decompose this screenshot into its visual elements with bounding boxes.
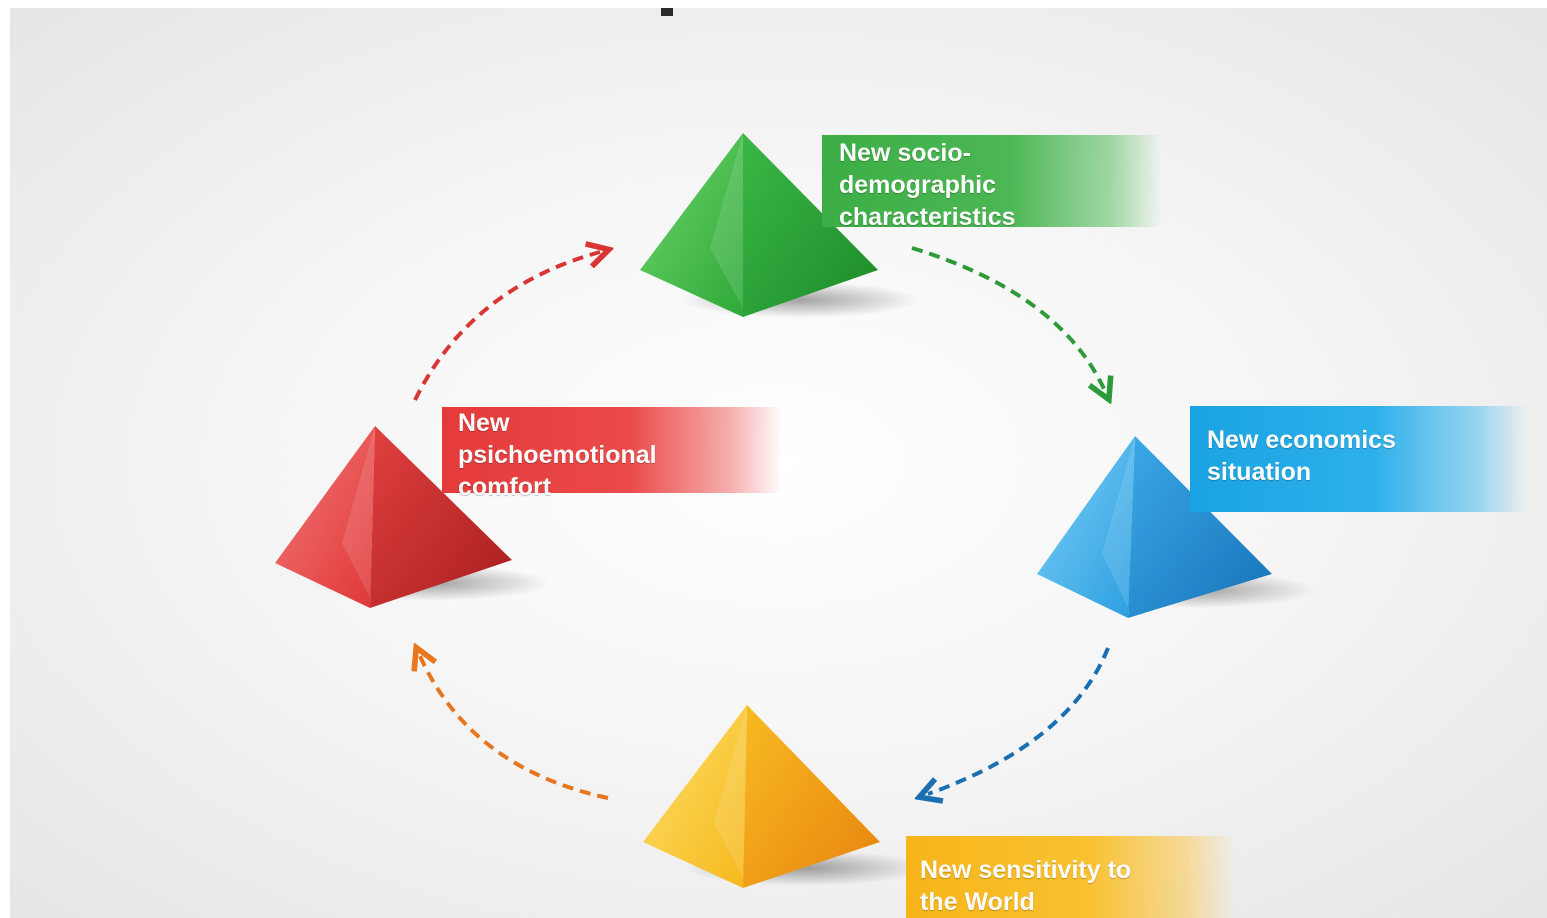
label-sensitivity: New sensitivity to the World xyxy=(906,836,1236,918)
pyramid-yellow xyxy=(643,705,925,888)
pyramid-blue xyxy=(1037,436,1315,618)
label-line: demographic xyxy=(839,171,996,199)
pyramid-green xyxy=(640,133,920,318)
label-line: psichoemotional xyxy=(458,441,657,469)
label-socio-demographic: New socio- demographic characteristics xyxy=(822,135,1162,231)
diagram-canvas: New socio- demographic characteristics N… xyxy=(10,8,1547,918)
label-psichoemotional: New psichoemotional comfort xyxy=(442,407,782,501)
arrow-green-to-blue xyxy=(911,246,1105,391)
pyramid-red xyxy=(275,426,550,608)
label-line: New xyxy=(458,409,510,437)
top-edge-mark xyxy=(661,8,673,16)
label-line: the World xyxy=(920,888,1035,916)
label-line: situation xyxy=(1207,458,1312,486)
label-line: New economics xyxy=(1207,426,1396,454)
label-line: comfort xyxy=(458,473,552,501)
arrow-red-to-green xyxy=(413,252,600,401)
label-line: New sensitivity to xyxy=(920,856,1132,884)
label-economics: New economics situation xyxy=(1190,406,1528,512)
arrow-blue-to-yellow xyxy=(928,647,1110,794)
arrow-yellow-to-red xyxy=(420,656,609,800)
label-line: New socio- xyxy=(839,139,971,167)
label-line: characteristics xyxy=(839,203,1016,231)
cycle-diagram xyxy=(275,133,1315,888)
